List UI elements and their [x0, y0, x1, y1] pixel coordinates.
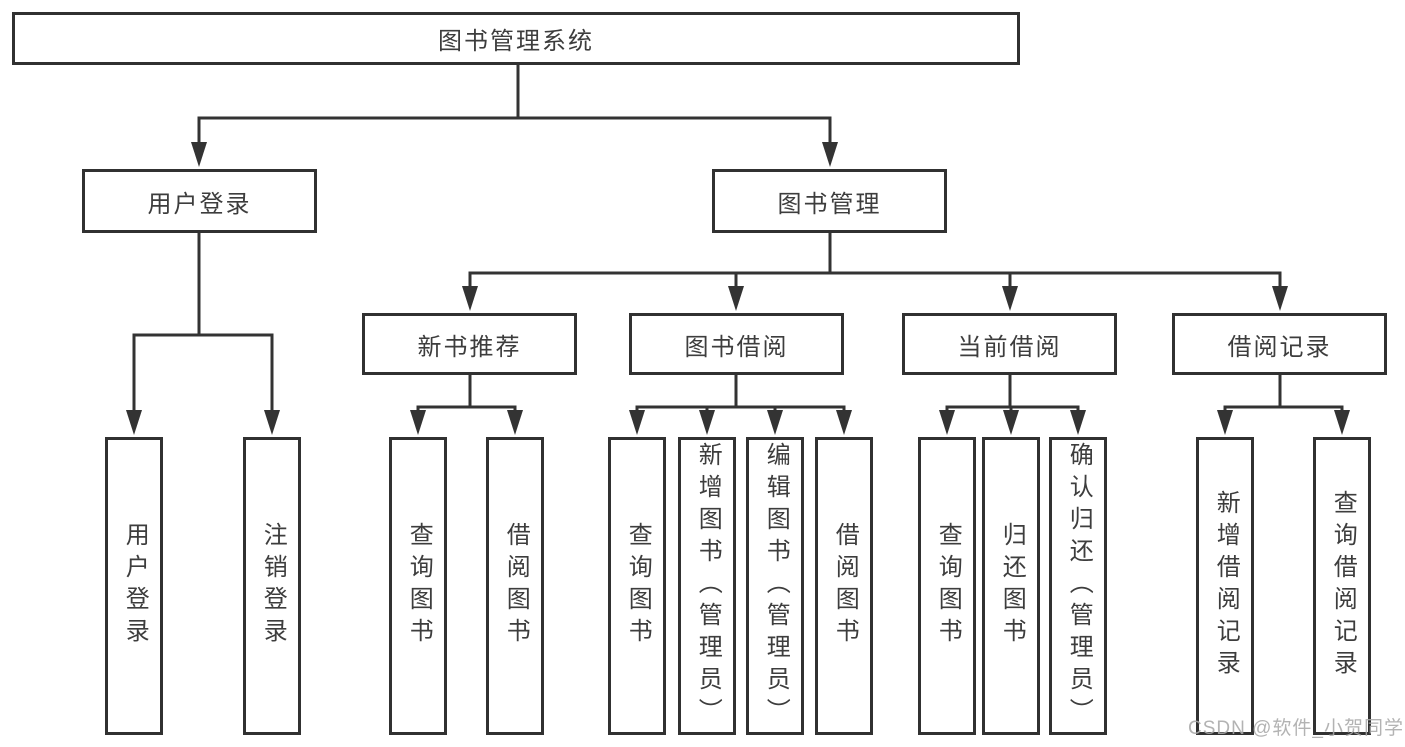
- node-label: 用户登录: [121, 522, 149, 650]
- csdn-watermark: CSDN @软件_小贺同学: [1188, 718, 1404, 739]
- node-leaf-borrow-books-2: 借阅图书: [815, 437, 873, 735]
- node-current-borrowing: 当前借阅: [902, 313, 1117, 375]
- node-leaf-query-books-3: 查询图书: [918, 437, 976, 735]
- node-user-login-group: 用户登录: [82, 169, 317, 233]
- arrowheads: [126, 142, 1350, 435]
- node-label: 图书管理: [777, 190, 882, 218]
- node-label: 查询借阅记录: [1329, 490, 1357, 682]
- node-label: 新书推荐: [417, 333, 522, 361]
- node-label: 查询图书: [934, 522, 962, 650]
- node-label: 图书借阅: [684, 333, 789, 361]
- node-library-management-system: 图书管理系统: [12, 12, 1020, 65]
- node-leaf-add-borrow-record: 新增借阅记录: [1196, 437, 1254, 735]
- node-label: 用户登录: [147, 190, 252, 218]
- node-borrowing-records: 借阅记录: [1172, 313, 1387, 375]
- node-leaf-query-books-1: 查询图书: [389, 437, 447, 735]
- node-leaf-query-borrow-record: 查询借阅记录: [1313, 437, 1371, 735]
- node-label: 查询图书: [405, 522, 433, 650]
- node-book-management: 图书管理: [712, 169, 947, 233]
- node-leaf-edit-books-admin: 编辑图书（管理员）: [746, 437, 804, 735]
- node-label: 确认归还（管理员）: [1065, 442, 1093, 730]
- node-book-borrowing: 图书借阅: [629, 313, 844, 375]
- node-leaf-user-login: 用户登录: [105, 437, 163, 735]
- node-label: 编辑图书（管理员）: [762, 442, 790, 730]
- node-label: 当前借阅: [957, 333, 1062, 361]
- node-label: 借阅图书: [831, 522, 859, 650]
- node-leaf-borrow-books-1: 借阅图书: [486, 437, 544, 735]
- node-label: 借阅记录: [1227, 333, 1332, 361]
- node-label: 借阅图书: [502, 522, 530, 650]
- node-label: 归还图书: [998, 522, 1026, 650]
- node-new-book-recommendation: 新书推荐: [362, 313, 577, 375]
- node-leaf-add-books-admin: 新增图书（管理员）: [678, 437, 736, 735]
- node-label: 新增图书（管理员）: [694, 442, 722, 730]
- node-label: 注销登录: [259, 522, 287, 650]
- node-leaf-logout: 注销登录: [243, 437, 301, 735]
- node-label: 查询图书: [624, 522, 652, 650]
- node-label: 图书管理系统: [438, 28, 594, 55]
- node-label: 新增借阅记录: [1212, 490, 1240, 682]
- node-leaf-return-books: 归还图书: [982, 437, 1040, 735]
- node-leaf-query-books-2: 查询图书: [608, 437, 666, 735]
- node-leaf-confirm-return-admin: 确认归还（管理员）: [1049, 437, 1107, 735]
